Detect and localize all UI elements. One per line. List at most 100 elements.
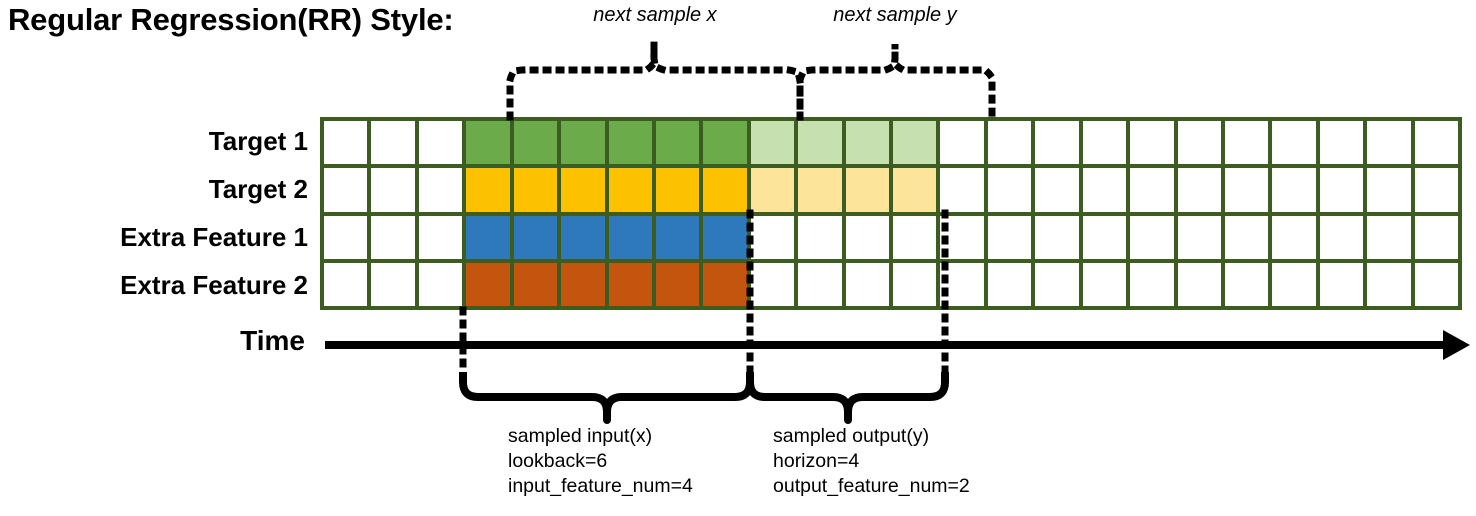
grid-cell-r0-c12: [893, 121, 937, 165]
grid-cell-r3-c21: [1319, 262, 1364, 306]
grid-cell-r3-c17: [1130, 262, 1174, 306]
grid-cell-r2-c14: [987, 215, 1032, 259]
grid-cell-r3-c9: [750, 262, 795, 306]
grid-cell-r1-c8: [703, 168, 747, 212]
grid-cell-r3-c15: [1035, 262, 1079, 306]
grid-cell-r2-c19: [1225, 215, 1269, 259]
grid-cell-r3-c20: [1272, 262, 1316, 306]
grid-cell-r2-c15: [1035, 215, 1079, 259]
grid-cell-r1-c23: [1414, 168, 1459, 212]
sampled-input-line-3: input_feature_num=4: [508, 475, 693, 497]
grid-cell-r1-c6: [608, 168, 652, 212]
grid-cell-r2-c1: [371, 215, 415, 259]
grid-cell-r2-c16: [1082, 215, 1127, 259]
grid-cell-r0-c20: [1272, 121, 1316, 165]
grid-cell-r1-c14: [987, 168, 1032, 212]
grid-row: [324, 215, 1459, 259]
grid-cell-r3-c16: [1082, 262, 1127, 306]
grid-cell-r0-c4: [513, 121, 558, 165]
grid-cell-r0-c13: [940, 121, 984, 165]
grid-cell-r2-c7: [655, 215, 700, 259]
grid-cell-r3-c19: [1225, 262, 1269, 306]
grid-cell-r0-c5: [561, 121, 605, 165]
row-label-extra-feature-2: Extra Feature 2: [120, 270, 308, 300]
sampled-output-caption: sampled output(y) horizon=4 output_featu…: [773, 424, 970, 499]
grid-cell-r3-c7: [655, 262, 700, 306]
time-axis-label: Time: [240, 325, 305, 356]
grid-cell-r2-c18: [1177, 215, 1222, 259]
grid-cell-r3-c5: [561, 262, 605, 306]
grid-cell-r1-c13: [940, 168, 984, 212]
grid-cell-r2-c3: [466, 215, 510, 259]
grid-cell-r1-c3: [466, 168, 510, 212]
grid-cell-r0-c15: [1035, 121, 1079, 165]
grid-cell-r3-c8: [703, 262, 747, 306]
grid-cell-r0-c0: [324, 121, 368, 165]
grid-row: [324, 121, 1459, 165]
grid-cell-r0-c11: [845, 121, 890, 165]
grid-cell-r0-c21: [1319, 121, 1364, 165]
grid-cell-r3-c13: [940, 262, 984, 306]
grid-cell-r0-c14: [987, 121, 1032, 165]
sampled-input-line-1: sampled input(x): [508, 425, 653, 447]
grid-cell-r2-c20: [1272, 215, 1316, 259]
grid-cell-r2-c2: [418, 215, 463, 259]
grid-cell-r2-c8: [703, 215, 747, 259]
grid-cell-r0-c17: [1130, 121, 1174, 165]
grid-cell-r0-c16: [1082, 121, 1127, 165]
grid-cell-r1-c4: [513, 168, 558, 212]
page-title: Regular Regression(RR) Style:: [8, 2, 454, 37]
grid-cell-r3-c22: [1367, 262, 1411, 306]
grid-cell-r1-c2: [418, 168, 463, 212]
grid-cell-r0-c3: [466, 121, 510, 165]
grid-cell-r2-c11: [845, 215, 890, 259]
grid-cell-r0-c10: [798, 121, 842, 165]
grid-cell-r3-c6: [608, 262, 652, 306]
grid-cell-r3-c1: [371, 262, 415, 306]
sampled-input-brace: [459, 372, 754, 424]
grid-cell-r2-c10: [798, 215, 842, 259]
grid-cell-r3-c12: [893, 262, 937, 306]
grid-cell-r0-c22: [1367, 121, 1411, 165]
grid-cell-r0-c1: [371, 121, 415, 165]
time-axis-arrowhead: [1443, 330, 1470, 360]
grid-cell-r2-c0: [324, 215, 368, 259]
grid-cell-r1-c9: [750, 168, 795, 212]
grid-cell-r0-c19: [1225, 121, 1269, 165]
grid-cell-r2-c13: [940, 215, 984, 259]
sampled-output-line-2: horizon=4: [773, 450, 860, 472]
grid-cell-r3-c2: [418, 262, 463, 306]
grid-cell-r2-c17: [1130, 215, 1174, 259]
grid-cell-r0-c6: [608, 121, 652, 165]
grid-cell-r2-c5: [561, 215, 605, 259]
grid-cell-r1-c1: [371, 168, 415, 212]
grid-cell-r1-c5: [561, 168, 605, 212]
grid-cell-r1-c18: [1177, 168, 1222, 212]
grid-cell-r1-c17: [1130, 168, 1174, 212]
grid-cell-r1-c20: [1272, 168, 1316, 212]
grid-cell-r0-c18: [1177, 121, 1222, 165]
row-label-target-1: Target 1: [208, 126, 308, 156]
next-sample-x-brace: [506, 44, 804, 121]
grid-cell-r1-c0: [324, 168, 368, 212]
grid-cell-r1-c16: [1082, 168, 1127, 212]
grid-cell-r2-c12: [893, 215, 937, 259]
grid-cell-r3-c11: [845, 262, 890, 306]
grid-cell-r3-c4: [513, 262, 558, 306]
grid-cell-r1-c15: [1035, 168, 1079, 212]
row-label-target-2: Target 2: [208, 174, 308, 204]
grid-cell-r1-c12: [893, 168, 937, 212]
grid-row: [324, 262, 1459, 306]
grid-row: [324, 168, 1459, 212]
grid-cell-r2-c21: [1319, 215, 1364, 259]
grid-cell-r3-c23: [1414, 262, 1459, 306]
grid-cell-r3-c18: [1177, 262, 1222, 306]
sampled-input-caption: sampled input(x) lookback=6 input_featur…: [508, 424, 693, 499]
sampled-output-line-3: output_feature_num=2: [773, 475, 970, 497]
grid-cell-r0-c2: [418, 121, 463, 165]
grid-cell-r1-c7: [655, 168, 700, 212]
grid-cell-r3-c0: [324, 262, 368, 306]
grid-cell-r2-c4: [513, 215, 558, 259]
grid-cell-r0-c8: [703, 121, 747, 165]
